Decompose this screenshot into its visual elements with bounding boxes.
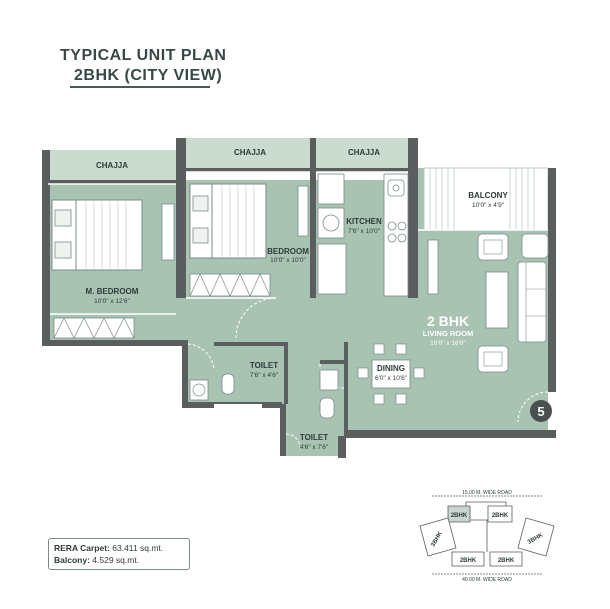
chajja-mid-area — [186, 138, 310, 168]
unit-type-label: 2 BHK — [427, 313, 469, 329]
balcony-area-value: 4.529 sq.mt. — [92, 555, 140, 565]
title-underline — [70, 86, 210, 88]
master-bedroom-size: 10'0" x 12'6" — [94, 298, 130, 305]
kitchen-size: 7'6" x 10'0" — [348, 228, 381, 235]
balcony-label: BALCONY — [468, 191, 508, 200]
key-unit-2: 2BHK — [492, 513, 509, 519]
balcony-area-label: Balcony: — [54, 555, 90, 565]
bedroom-side-table — [297, 185, 309, 237]
chajja-left-area — [48, 150, 176, 180]
balcony-size: 10'0" x 4'9" — [472, 202, 505, 209]
toilet-2-size: 4'6" x 7'6" — [300, 444, 329, 451]
living-coffee-table — [485, 271, 509, 329]
toilet-2-label: TOILET — [300, 433, 328, 442]
kitchen-appliances — [317, 173, 347, 295]
chajja-mid-label: CHAJJA — [234, 148, 266, 157]
balcony-area-row: Balcony: 4.529 sq.mt. — [54, 554, 189, 566]
toilet-2-fixtures — [319, 369, 339, 419]
toilet-1-label: TOILET — [250, 361, 278, 370]
walls — [42, 138, 556, 458]
key-plan: 15.00 M. WIDE ROAD 40.00 M. WIDE ROAD 2B… — [419, 490, 555, 583]
key-unit-1: 2BHK — [451, 513, 468, 519]
bedroom-bed — [189, 183, 267, 259]
rera-carpet-value: 63.411 sq.mt. — [112, 543, 164, 553]
plan-title: TYPICAL UNIT PLAN 2BHK (CITY VIEW) — [60, 46, 226, 86]
dining-size: 6'0" x 10'6" — [375, 375, 408, 382]
toilet-1-size: 7'6" x 4'6" — [250, 372, 279, 379]
living-armchairs — [477, 233, 549, 373]
master-bed — [51, 199, 143, 271]
chajja-left-label: CHAJJA — [96, 161, 128, 170]
key-unit-5: 2BHK — [460, 558, 477, 564]
rera-carpet-row: RERA Carpet: 63.411 sq.mt. — [54, 542, 189, 554]
bedroom-size: 10'0" x 10'0" — [270, 257, 306, 264]
living-sofa — [517, 261, 547, 343]
living-room-size: 10'0" x 16'0" — [430, 340, 466, 347]
key-plan-top-road: 15.00 M. WIDE ROAD — [462, 490, 512, 496]
chajja-right-label: CHAJJA — [348, 148, 380, 157]
rera-carpet-label: RERA Carpet: — [54, 543, 110, 553]
dining-label: DINING — [377, 364, 405, 373]
bedroom-wardrobe — [189, 273, 271, 297]
chajja-right-area — [316, 138, 414, 168]
living-tv-unit — [427, 239, 439, 295]
kitchen-counter — [383, 173, 409, 297]
kitchen-label: KITCHEN — [346, 217, 382, 226]
toilet-1-fixtures — [189, 373, 262, 408]
master-wardrobe — [53, 317, 135, 339]
master-bedroom-label: M. BEDROOM — [86, 287, 139, 296]
unit-number: 5 — [537, 404, 544, 419]
unit-number-badge — [530, 400, 552, 422]
living-room-label: LIVING ROOM — [423, 329, 473, 338]
dining-table — [357, 343, 425, 405]
master-side-table — [161, 203, 175, 261]
key-unit-6: 2BHK — [498, 558, 515, 564]
bedroom-label: BEDROOM — [267, 247, 309, 256]
plan-title-line2: 2BHK (CITY VIEW) — [74, 67, 223, 84]
area-info-box: RERA Carpet: 63.411 sq.mt. Balcony: 4.52… — [48, 538, 190, 570]
plan-title-line1: TYPICAL UNIT PLAN — [60, 47, 227, 64]
key-plan-bottom-road: 40.00 M. WIDE ROAD — [462, 577, 512, 583]
